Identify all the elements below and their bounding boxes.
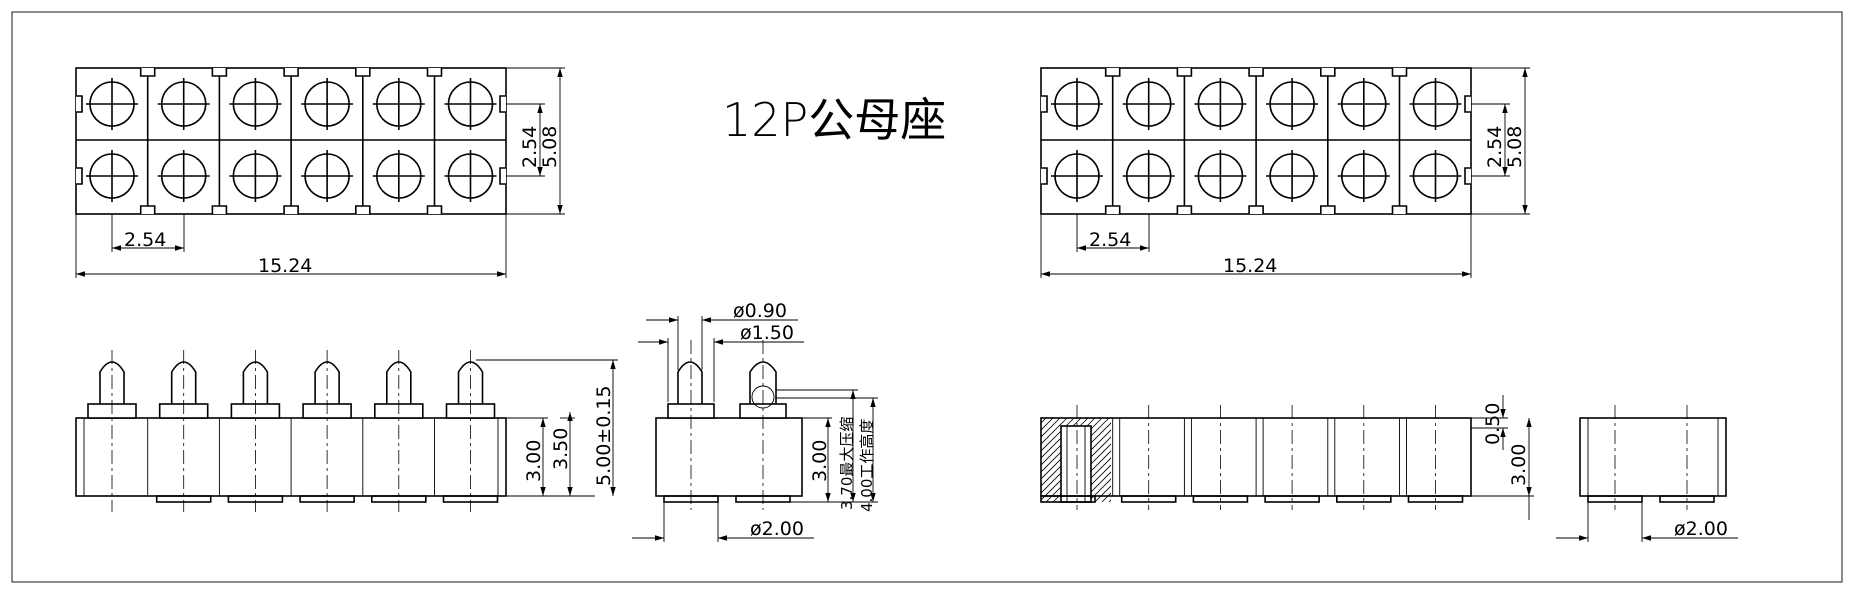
end-view-female: ø2.00 (1556, 405, 1738, 542)
dim-foot-dia-side: ø2.00 (750, 518, 804, 540)
side-view: ø0.90 ø1.50 ø2.00 3.00 3.70最大压缩 4.00工作高度 (632, 300, 878, 542)
dim-pin-dia-small: ø0.90 (733, 300, 787, 322)
dim-pitch-top-left: 2.54 (124, 229, 166, 251)
drawing-frame (11, 11, 1843, 583)
top-view-male: 2.54 15.24 2.54 5.08 (75, 67, 565, 278)
top-view-female: 2.54 15.24 2.54 5.08 (1040, 67, 1530, 278)
dim-length-top-right: 15.24 (1223, 255, 1277, 277)
dim-header-height: 3.00 (523, 440, 545, 482)
dim-total-height: 5.00±0.15 (593, 385, 615, 486)
dim-max-compress: 3.70最大压缩 (838, 417, 856, 510)
dim-pin-height: 3.50 (550, 428, 572, 470)
dim-female-height: 3.00 (1508, 444, 1530, 486)
section-hatch (1041, 418, 1111, 503)
dim-pin-dia-large: ø1.50 (740, 322, 794, 344)
front-view-female: 0.50 3.00 (1040, 395, 1534, 520)
front-view-male: 3.00 3.50 5.00±0.15 (75, 350, 618, 512)
drawing-title: 12P公母座 (722, 93, 946, 147)
dim-pitch-vertical-right: 2.54 (1484, 126, 1506, 168)
dim-wall: 0.50 (1482, 403, 1504, 445)
dim-length-top-left: 15.24 (258, 255, 312, 277)
dim-row-span-right: 5.08 (1504, 126, 1526, 168)
dim-pitch-top-right: 2.54 (1089, 229, 1131, 251)
dim-row-span-left: 5.08 (539, 126, 561, 168)
dim-foot-dia-end: ø2.00 (1674, 518, 1728, 540)
dim-work-height: 4.00工作高度 (858, 419, 876, 512)
dim-side-height: 3.00 (809, 440, 831, 482)
dim-pitch-vertical-left: 2.54 (519, 126, 541, 168)
